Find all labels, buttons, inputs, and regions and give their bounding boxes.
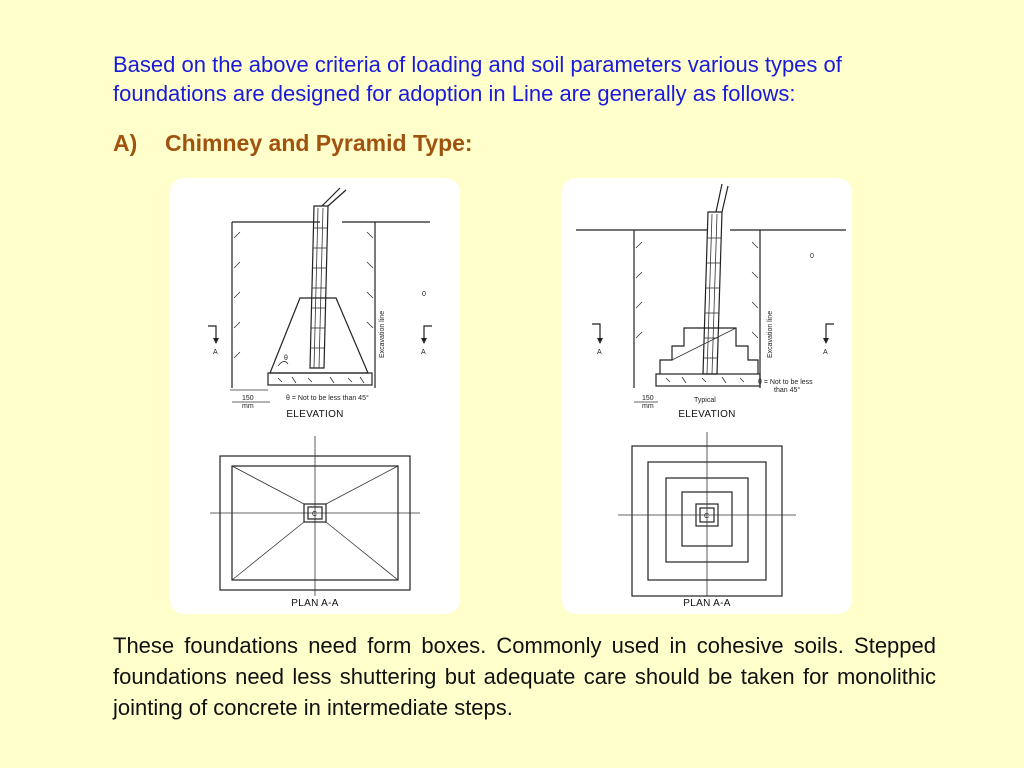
section-heading: A) Chimney and Pyramid Type: (113, 130, 473, 157)
dimension-150: 150 (642, 395, 654, 402)
plan-column-mark: C (704, 513, 709, 520)
right-plan-caption: PLAN A-A (683, 598, 731, 609)
section-a-left: A (597, 349, 602, 356)
heading-title: Chimney and Pyramid Type: (165, 130, 473, 156)
typical-label: Typical (694, 397, 716, 404)
angle-note-line2: than 45° (774, 386, 800, 394)
left-elevation-caption: ELEVATION (286, 409, 344, 420)
dimension-150: 150 (242, 395, 254, 402)
pyramid-type-drawing: A A Excavation line 0 θ = Not to be less… (562, 178, 852, 614)
circle-mark: 0 (422, 291, 426, 298)
heading-number: A) (113, 130, 138, 156)
left-plan-caption: PLAN A-A (291, 598, 339, 609)
plan-column-mark: C (312, 511, 317, 518)
angle-note-line1: θ = Not to be less (758, 379, 813, 386)
section-a-right: A (421, 349, 426, 356)
intro-paragraph: Based on the above criteria of loading a… (113, 52, 842, 106)
excavation-label: Excavation line (379, 311, 386, 358)
right-elevation-caption: ELEVATION (678, 409, 736, 420)
pyramid-type-svg: A A Excavation line 0 θ = Not to be less… (576, 183, 846, 597)
circle-mark: 0 (810, 253, 814, 260)
angle-note: θ = Not to be less than 45° (286, 394, 369, 402)
dimension-unit: mm (642, 403, 654, 410)
theta-label: θ (284, 355, 288, 362)
section-a-right: A (823, 349, 828, 356)
outro-paragraph: These foundations need form boxes. Commo… (113, 633, 936, 720)
chimney-type-svg: θ A A Excavation line 0 150 mm θ = Not t… (208, 187, 432, 596)
excavation-label: Excavation line (767, 311, 774, 358)
section-a-left: A (213, 349, 218, 356)
dimension-unit: mm (242, 403, 254, 410)
chimney-type-drawing: θ A A Excavation line 0 150 mm θ = Not t… (170, 178, 460, 614)
